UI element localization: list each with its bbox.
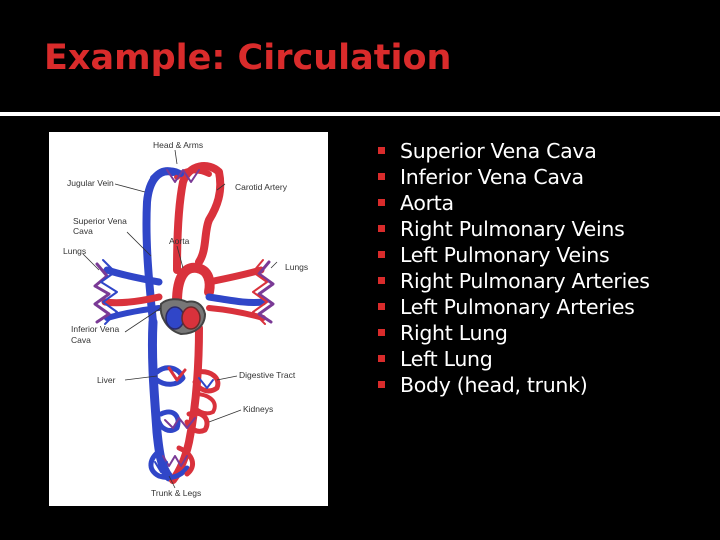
label-trunk-legs: Trunk & Legs [151,488,201,498]
bullet-marker [378,355,385,362]
list-item: Left Pulmonary Arteries [378,294,698,320]
carotid-artery-vessel [173,162,225,274]
list-item-text: Left Pulmonary Arteries [400,295,635,319]
label-inferior-vena-cava-line1: Inferior Vena [71,324,119,334]
label-inferior-vena-cava-line2: Cava [71,335,91,345]
bullet-marker [378,329,385,336]
label-liver: Liver [97,375,116,385]
label-head-arms: Head & Arms [153,140,203,150]
list-item: Inferior Vena Cava [378,164,698,190]
label-lungs-right: Lungs [285,262,308,272]
inferior-vena-cava-vessel [147,317,174,482]
list-item-text: Inferior Vena Cava [400,165,584,189]
list-item-text: Left Lung [400,347,493,371]
title-divider [0,112,720,116]
list-item-text: Right Pulmonary Veins [400,217,625,241]
bullet-marker [378,303,385,310]
kidneys-vessels [156,409,181,433]
bullet-marker [378,225,385,232]
bullet-marker [378,173,385,180]
digestive-tract-vessels [192,369,221,394]
list-item: Right Pulmonary Veins [378,216,698,242]
bullet-list: Superior Vena Cava Inferior Vena Cava Ao… [378,138,698,398]
list-item: Right Lung [378,320,698,346]
liver-vessels [154,365,186,387]
label-superior-vena-cava-line1: Superior Vena [73,216,127,226]
bullet-marker [378,199,385,206]
label-digestive-tract: Digestive Tract [239,370,296,380]
list-item: Aorta [378,190,698,216]
left-lungs-vessels [103,266,163,286]
descending-aorta-vessel [169,324,203,484]
trunk-legs-vessels [148,447,190,481]
list-item-text: Right Pulmonary Arteries [400,269,650,293]
circulation-diagram-drawing: Head & Arms Jugular Vein Carotid Artery … [63,140,308,498]
heart-icon [159,298,207,336]
label-kidneys: Kidneys [243,404,273,414]
list-item: Body (head, trunk) [378,372,698,398]
circulation-diagram: Head & Arms Jugular Vein Carotid Artery … [49,132,328,506]
list-item-text: Body (head, trunk) [400,373,588,397]
list-item: Superior Vena Cava [378,138,698,164]
list-item-text: Aorta [400,191,454,215]
list-item: Left Lung [378,346,698,372]
label-lungs-left: Lungs [63,246,86,256]
bullet-marker [378,251,385,258]
list-item: Left Pulmonary Veins [378,242,698,268]
list-item-text: Left Pulmonary Veins [400,243,610,267]
list-item-text: Right Lung [400,321,508,345]
label-jugular-vein: Jugular Vein [67,178,114,188]
label-aorta: Aorta [169,236,190,246]
label-carotid-artery: Carotid Artery [235,182,288,192]
aorta-vessel [172,262,215,307]
bullet-marker [378,381,385,388]
label-superior-vena-cava-line2: Cava [73,226,93,236]
list-item: Right Pulmonary Arteries [378,268,698,294]
bullet-marker [378,277,385,284]
slide-title: Example: Circulation [44,38,452,78]
right-lungs-vessels [205,266,265,286]
list-item-text: Superior Vena Cava [400,139,597,163]
bullet-marker [378,147,385,154]
